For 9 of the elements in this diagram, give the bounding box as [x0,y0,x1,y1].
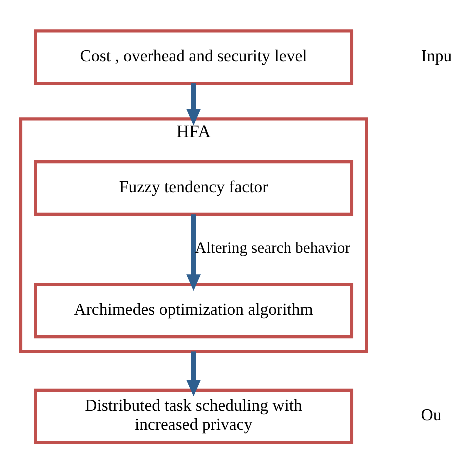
arrow [186,214,201,292]
node-box: Cost , overhead and security level [34,30,354,86]
arrow [186,84,201,126]
node-box: Distributed task scheduling with increased privacy [34,388,354,444]
arrow [186,352,201,397]
node-box: Archimedes optimization algorithm [34,283,354,339]
node-label: Ou [421,406,442,425]
node-label: Inpu [421,46,452,66]
node-box: Fuzzy tendency factor [34,160,354,216]
